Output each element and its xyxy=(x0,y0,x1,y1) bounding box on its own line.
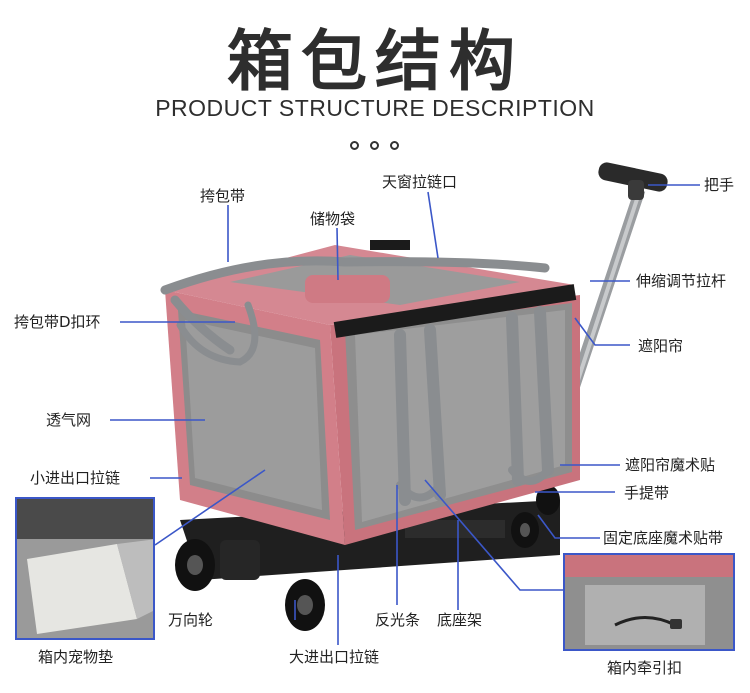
label-sunshade: 遮阳帘 xyxy=(638,337,684,355)
label-base-frame: 底座架 xyxy=(437,611,483,629)
leash-buckle-photo xyxy=(565,555,733,649)
page-subtitle: PRODUCT STRUCTURE DESCRIPTION xyxy=(155,95,595,121)
page-title: 箱包结构 xyxy=(227,23,523,100)
label-handle: 把手 xyxy=(704,176,735,194)
label-reflective-strip: 反光条 xyxy=(375,611,421,629)
inset-leash-buckle xyxy=(563,553,735,651)
label-strap-d-ring: 挎包带D扣环 xyxy=(14,313,101,331)
decor-dot xyxy=(370,141,379,150)
label-telescopic-rod: 伸缩调节拉杆 xyxy=(636,272,727,290)
straps xyxy=(160,256,554,506)
label-pet-pad: 箱内宠物垫 xyxy=(38,648,114,666)
decor-dot xyxy=(390,141,399,150)
label-leash-buckle: 箱内牵引扣 xyxy=(607,659,683,677)
label-skylight-zipper: 天窗拉链口 xyxy=(382,173,458,191)
label-storage-bag: 储物袋 xyxy=(310,210,356,228)
leader-lines xyxy=(110,184,700,645)
decor-dot xyxy=(350,141,359,150)
label-universal-wheel: 万向轮 xyxy=(168,611,214,629)
label-ventilation-mesh: 透气网 xyxy=(46,411,92,429)
label-sunshade-velcro: 遮阳帘魔术贴 xyxy=(625,456,716,474)
label-base-velcro-strap: 固定底座魔术贴带 xyxy=(603,529,724,547)
inset-pet-pad xyxy=(15,497,155,640)
label-shoulder-strap: 挎包带 xyxy=(200,187,246,205)
label-small-zipper: 小进出口拉链 xyxy=(30,469,121,487)
label-carry-handle: 手提带 xyxy=(624,484,670,502)
pet-pad-photo xyxy=(17,499,153,638)
label-large-zipper: 大进出口拉链 xyxy=(289,648,380,666)
